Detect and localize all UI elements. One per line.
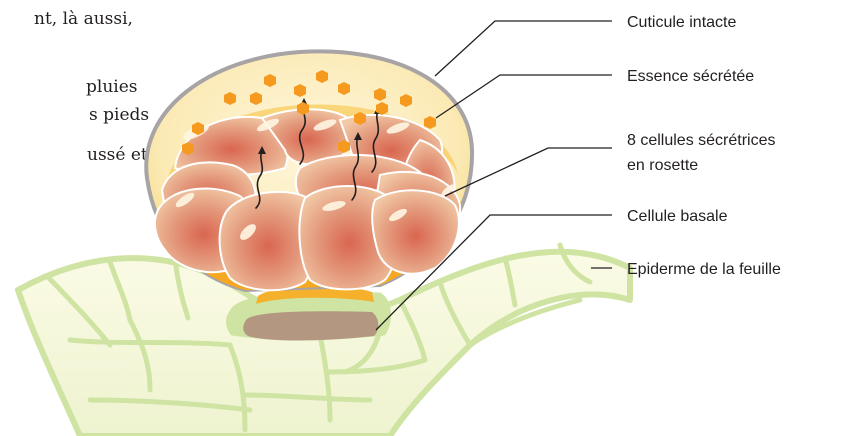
label-secreted-essence: Essence sécrétée	[627, 68, 754, 85]
secretory-head	[146, 51, 472, 304]
label-basal-cell: Cellule basale	[627, 208, 728, 225]
label-leaf-epidermis: Epiderme de la feuille	[627, 261, 781, 278]
label-intact-cuticle: Cuticule intacte	[627, 14, 736, 31]
secretory-cells	[155, 109, 460, 290]
label-secretory-cells-line-1: 8 cellules sécrétrices	[627, 132, 776, 149]
label-secretory-cells-line-2: en rosette	[627, 157, 698, 174]
